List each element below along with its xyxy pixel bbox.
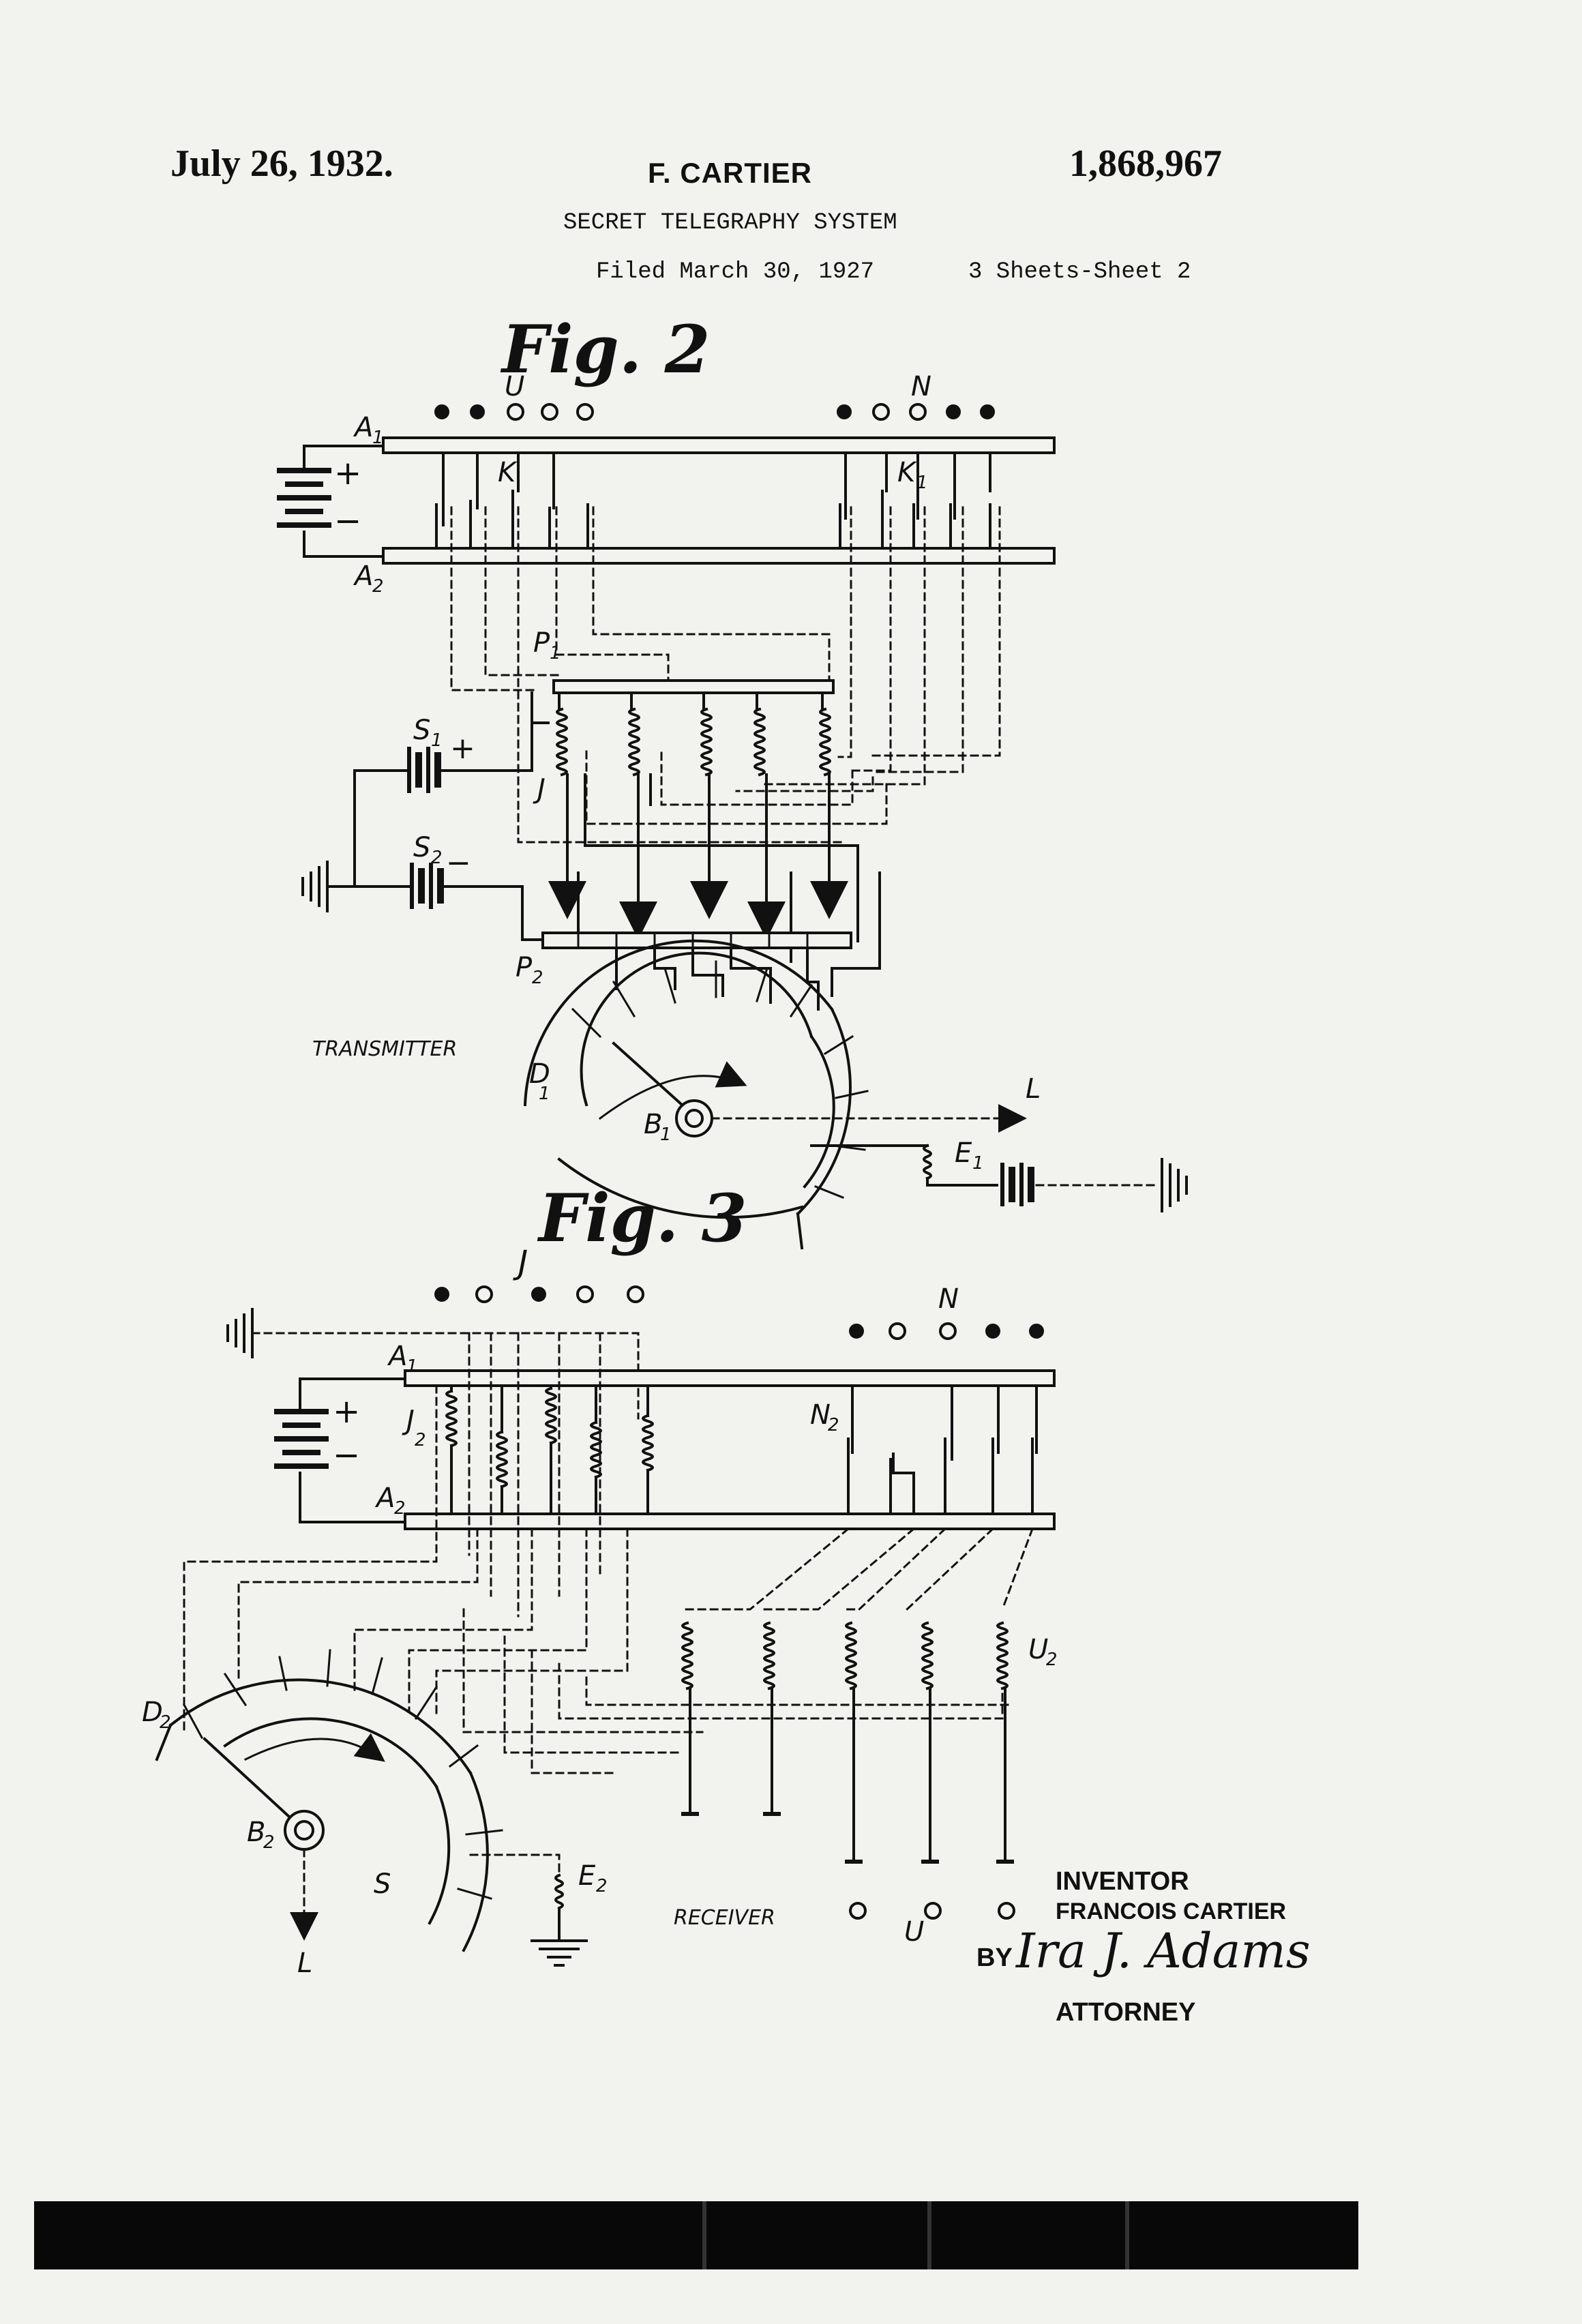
fig2-p2-to-distributor bbox=[615, 947, 820, 1011]
fig2-label-a2-sub: 2 bbox=[372, 576, 384, 597]
fig2-label-b1-sub: 1 bbox=[660, 1124, 672, 1145]
fig2-label-b1: B bbox=[644, 1109, 662, 1140]
fig3-e2-circuit bbox=[469, 1853, 588, 1967]
fig2-label-a1: A bbox=[353, 412, 373, 443]
fig3-relay-coils-j2 bbox=[445, 1384, 654, 1515]
fig3-label-minus: − bbox=[333, 1436, 360, 1474]
fig3-label-u2: U bbox=[1028, 1634, 1048, 1665]
fig2-title: Fig. 2 bbox=[500, 311, 710, 388]
fig2-label-s2-minus: − bbox=[446, 846, 471, 880]
fig2-label-plus: + bbox=[334, 454, 361, 492]
by-label: BY bbox=[976, 1943, 1013, 1972]
fig2-label-p1: P bbox=[533, 627, 550, 659]
fig2-label-k1-sub: 1 bbox=[916, 473, 928, 493]
fig3-label-j2-sub: 2 bbox=[415, 1430, 426, 1450]
fig2-busbar-a1 bbox=[382, 436, 1056, 454]
fig3-label-j2: J bbox=[402, 1405, 415, 1436]
fig3-label-d2-sub: 2 bbox=[160, 1712, 171, 1733]
fig2-distributor-d1 bbox=[523, 939, 1027, 1250]
fig3-label-a1: A bbox=[387, 1341, 407, 1372]
fig3-label-b2-sub: 2 bbox=[263, 1832, 275, 1853]
fig3-label-s: S bbox=[374, 1868, 391, 1900]
fig3-label-u: U bbox=[904, 1916, 924, 1948]
fig3-ground-top bbox=[226, 1308, 640, 1420]
fig3-contacts-n2 bbox=[847, 1384, 1038, 1515]
fig2-label-d1-sub: 1 bbox=[539, 1084, 550, 1104]
fig3-key-dots-top bbox=[434, 1285, 1044, 1340]
fig3-label-plus: + bbox=[333, 1392, 360, 1431]
fig2-label-k1: K bbox=[897, 457, 917, 488]
fig2-label-p1-sub: 1 bbox=[550, 643, 561, 664]
fig2-keys-left bbox=[435, 451, 589, 547]
fig2-relay-bar-p1 bbox=[552, 679, 835, 694]
fig2-label-s1-sub: 1 bbox=[431, 730, 443, 751]
fig3-caption: RECEIVER bbox=[674, 1906, 775, 1930]
fig3-label-b2: B bbox=[247, 1817, 265, 1848]
patent-date: July 26, 1932. bbox=[170, 143, 393, 185]
fig2-label-p2-sub: 2 bbox=[532, 968, 543, 988]
fig3-battery bbox=[274, 1377, 406, 1523]
fig2-battery bbox=[277, 445, 385, 558]
fig3-label-u2-sub: 2 bbox=[1046, 1650, 1058, 1670]
attorney-signature: Ira J. Adams bbox=[1016, 1923, 1311, 1979]
inventor-label: INVENTOR bbox=[1056, 1867, 1189, 1896]
fig2-label-s1-plus: + bbox=[450, 731, 475, 766]
fig3-distributor-d2 bbox=[155, 1649, 503, 1952]
inventor-name-header: F. CARTIER bbox=[648, 157, 812, 189]
fig3-label-a1-sub: 1 bbox=[406, 1356, 418, 1377]
fig2-label-s1: S bbox=[413, 715, 430, 746]
fig2-label-s2: S bbox=[413, 832, 430, 863]
fig2-label-j: J bbox=[533, 773, 546, 805]
fig2-e1-circuit bbox=[810, 1144, 1188, 1212]
fig3-diagram bbox=[155, 1285, 1056, 1967]
fig3-label-a2: A bbox=[374, 1483, 395, 1514]
fig2-label-minus: − bbox=[334, 502, 361, 540]
fig3-label-e2: E bbox=[578, 1860, 596, 1892]
fig3-label-e2-sub: 2 bbox=[596, 1876, 608, 1896]
scan-border-bar bbox=[34, 2201, 1358, 2269]
fig2-keys-right bbox=[839, 451, 991, 547]
sheet-count: 3 Sheets-Sheet 2 bbox=[968, 259, 1191, 285]
fig3-busbar-a1 bbox=[404, 1369, 1056, 1387]
fig2-busbar-a2 bbox=[382, 547, 1056, 565]
fig3-label-d2: D bbox=[142, 1697, 163, 1728]
fig2-relay-coils bbox=[556, 691, 831, 777]
fig3-label-n2: N bbox=[810, 1399, 831, 1431]
fig3-label-j: J bbox=[513, 1244, 528, 1282]
fig3-receiver-coils-u2 bbox=[681, 1621, 1014, 1864]
fig3-dashed-wiring bbox=[183, 1332, 1034, 1774]
attorney-label: ATTORNEY bbox=[1056, 1998, 1196, 2027]
fig3-receiver-dots bbox=[849, 1902, 1015, 1920]
fig2-dashed-wiring bbox=[450, 506, 1001, 844]
fig2-label-p2: P bbox=[516, 952, 533, 983]
fig2-label-a1-sub: 1 bbox=[372, 428, 384, 448]
patent-number: 1,868,967 bbox=[1069, 143, 1222, 185]
fig2-label-u: U bbox=[505, 371, 524, 402]
fig2-label-d1: D bbox=[529, 1058, 550, 1090]
fig2-label-a2: A bbox=[353, 561, 373, 592]
fig2-diagram bbox=[277, 403, 1188, 1250]
filing-date: Filed March 30, 1927 bbox=[596, 259, 875, 285]
fig2-label-e1-sub: 1 bbox=[972, 1153, 984, 1174]
fig2-label-n: N bbox=[911, 371, 931, 402]
fig2-key-dots bbox=[434, 403, 995, 421]
fig2-caption: TRANSMITTER bbox=[312, 1037, 457, 1061]
fig2-batteries-s1-s2 bbox=[301, 691, 547, 941]
fig3-label-l: L bbox=[297, 1948, 312, 1979]
fig2-label-l: L bbox=[1026, 1073, 1041, 1105]
fig3-label-n2-sub: 2 bbox=[828, 1415, 839, 1435]
fig2-label-s2-sub: 2 bbox=[431, 848, 443, 868]
fig2-label-k: K bbox=[498, 457, 518, 488]
fig3-title: Fig. 3 bbox=[537, 1180, 747, 1257]
patent-title: SECRET TELEGRAPHY SYSTEM bbox=[563, 210, 897, 236]
fig2-ground-symbol bbox=[301, 861, 329, 912]
fig3-busbar-a2 bbox=[404, 1513, 1056, 1530]
fig3-label-a2-sub: 2 bbox=[394, 1498, 406, 1519]
fig3-label-n: N bbox=[938, 1283, 959, 1315]
fig2-label-e1: E bbox=[955, 1137, 972, 1169]
inventor-full-name: FRANCOIS CARTIER bbox=[1056, 1898, 1287, 1924]
